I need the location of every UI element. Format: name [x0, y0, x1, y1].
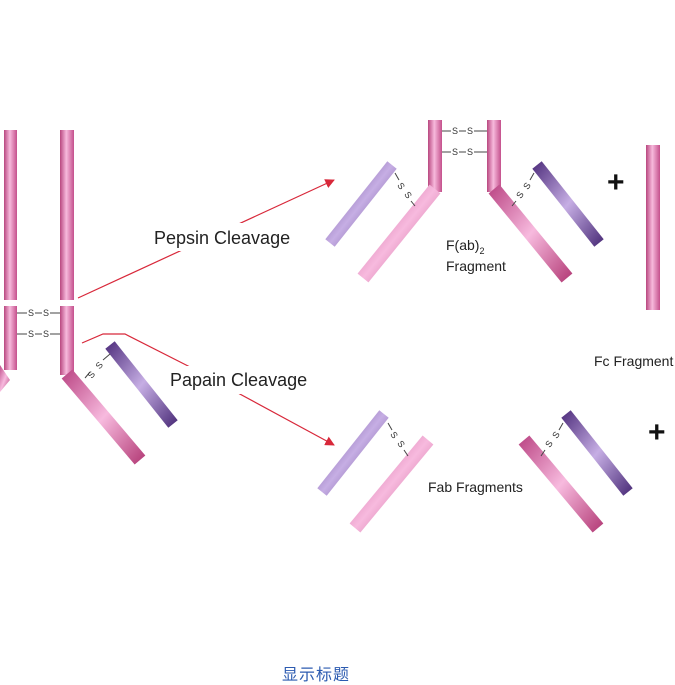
fab-fragment-right: S S: [518, 410, 633, 533]
svg-text:S: S: [467, 126, 473, 136]
pepsin-cleavage-label: Pepsin Cleavage: [154, 228, 290, 248]
fab2-label: F(ab)2: [446, 237, 484, 256]
intact-heavy-chain-left: [4, 130, 17, 370]
svg-text:S: S: [93, 360, 105, 371]
papain-cleavage-label: Papain Cleavage: [170, 370, 307, 390]
intact-heavy-chain-right: [60, 130, 74, 375]
svg-text:S: S: [452, 126, 458, 136]
svg-text:S: S: [467, 147, 473, 157]
intact-antibody: S S S S S S: [0, 130, 178, 465]
svg-text:S: S: [543, 439, 555, 450]
svg-text:S: S: [28, 329, 34, 339]
show-title-link[interactable]: 显示标题: [282, 667, 351, 684]
fab2-fragment: S S S S S S S S: [325, 120, 604, 283]
svg-text:S: S: [28, 308, 34, 318]
svg-text:S: S: [402, 190, 414, 201]
svg-text:S: S: [86, 369, 98, 380]
fab-fragment-left: S S: [317, 410, 434, 533]
hinge-disulfide-bonds: S S S S: [17, 308, 60, 339]
papain-arrow: [81, 333, 193, 369]
svg-text:S: S: [452, 147, 458, 157]
svg-text:S: S: [514, 190, 526, 201]
fab2-fragment-label: Fragment: [446, 258, 506, 274]
svg-text:S: S: [43, 308, 49, 318]
svg-text:S: S: [395, 439, 407, 450]
svg-text:S: S: [521, 181, 533, 192]
svg-text:S: S: [388, 430, 400, 441]
intact-heavy-arm: [61, 369, 146, 465]
intact-light-chain: [105, 341, 178, 428]
fc-fragment: [646, 145, 660, 310]
svg-text:S: S: [395, 181, 407, 192]
svg-text:S: S: [550, 430, 562, 441]
fab-fragments-label: Fab Fragments: [428, 479, 523, 495]
svg-text:S: S: [43, 329, 49, 339]
plus-sign-upper: +: [607, 166, 625, 199]
intact-light-heavy-bond: S S: [84, 353, 111, 380]
plus-sign-lower: +: [648, 416, 666, 449]
fc-fragment-label: Fc Fragment: [594, 353, 673, 369]
